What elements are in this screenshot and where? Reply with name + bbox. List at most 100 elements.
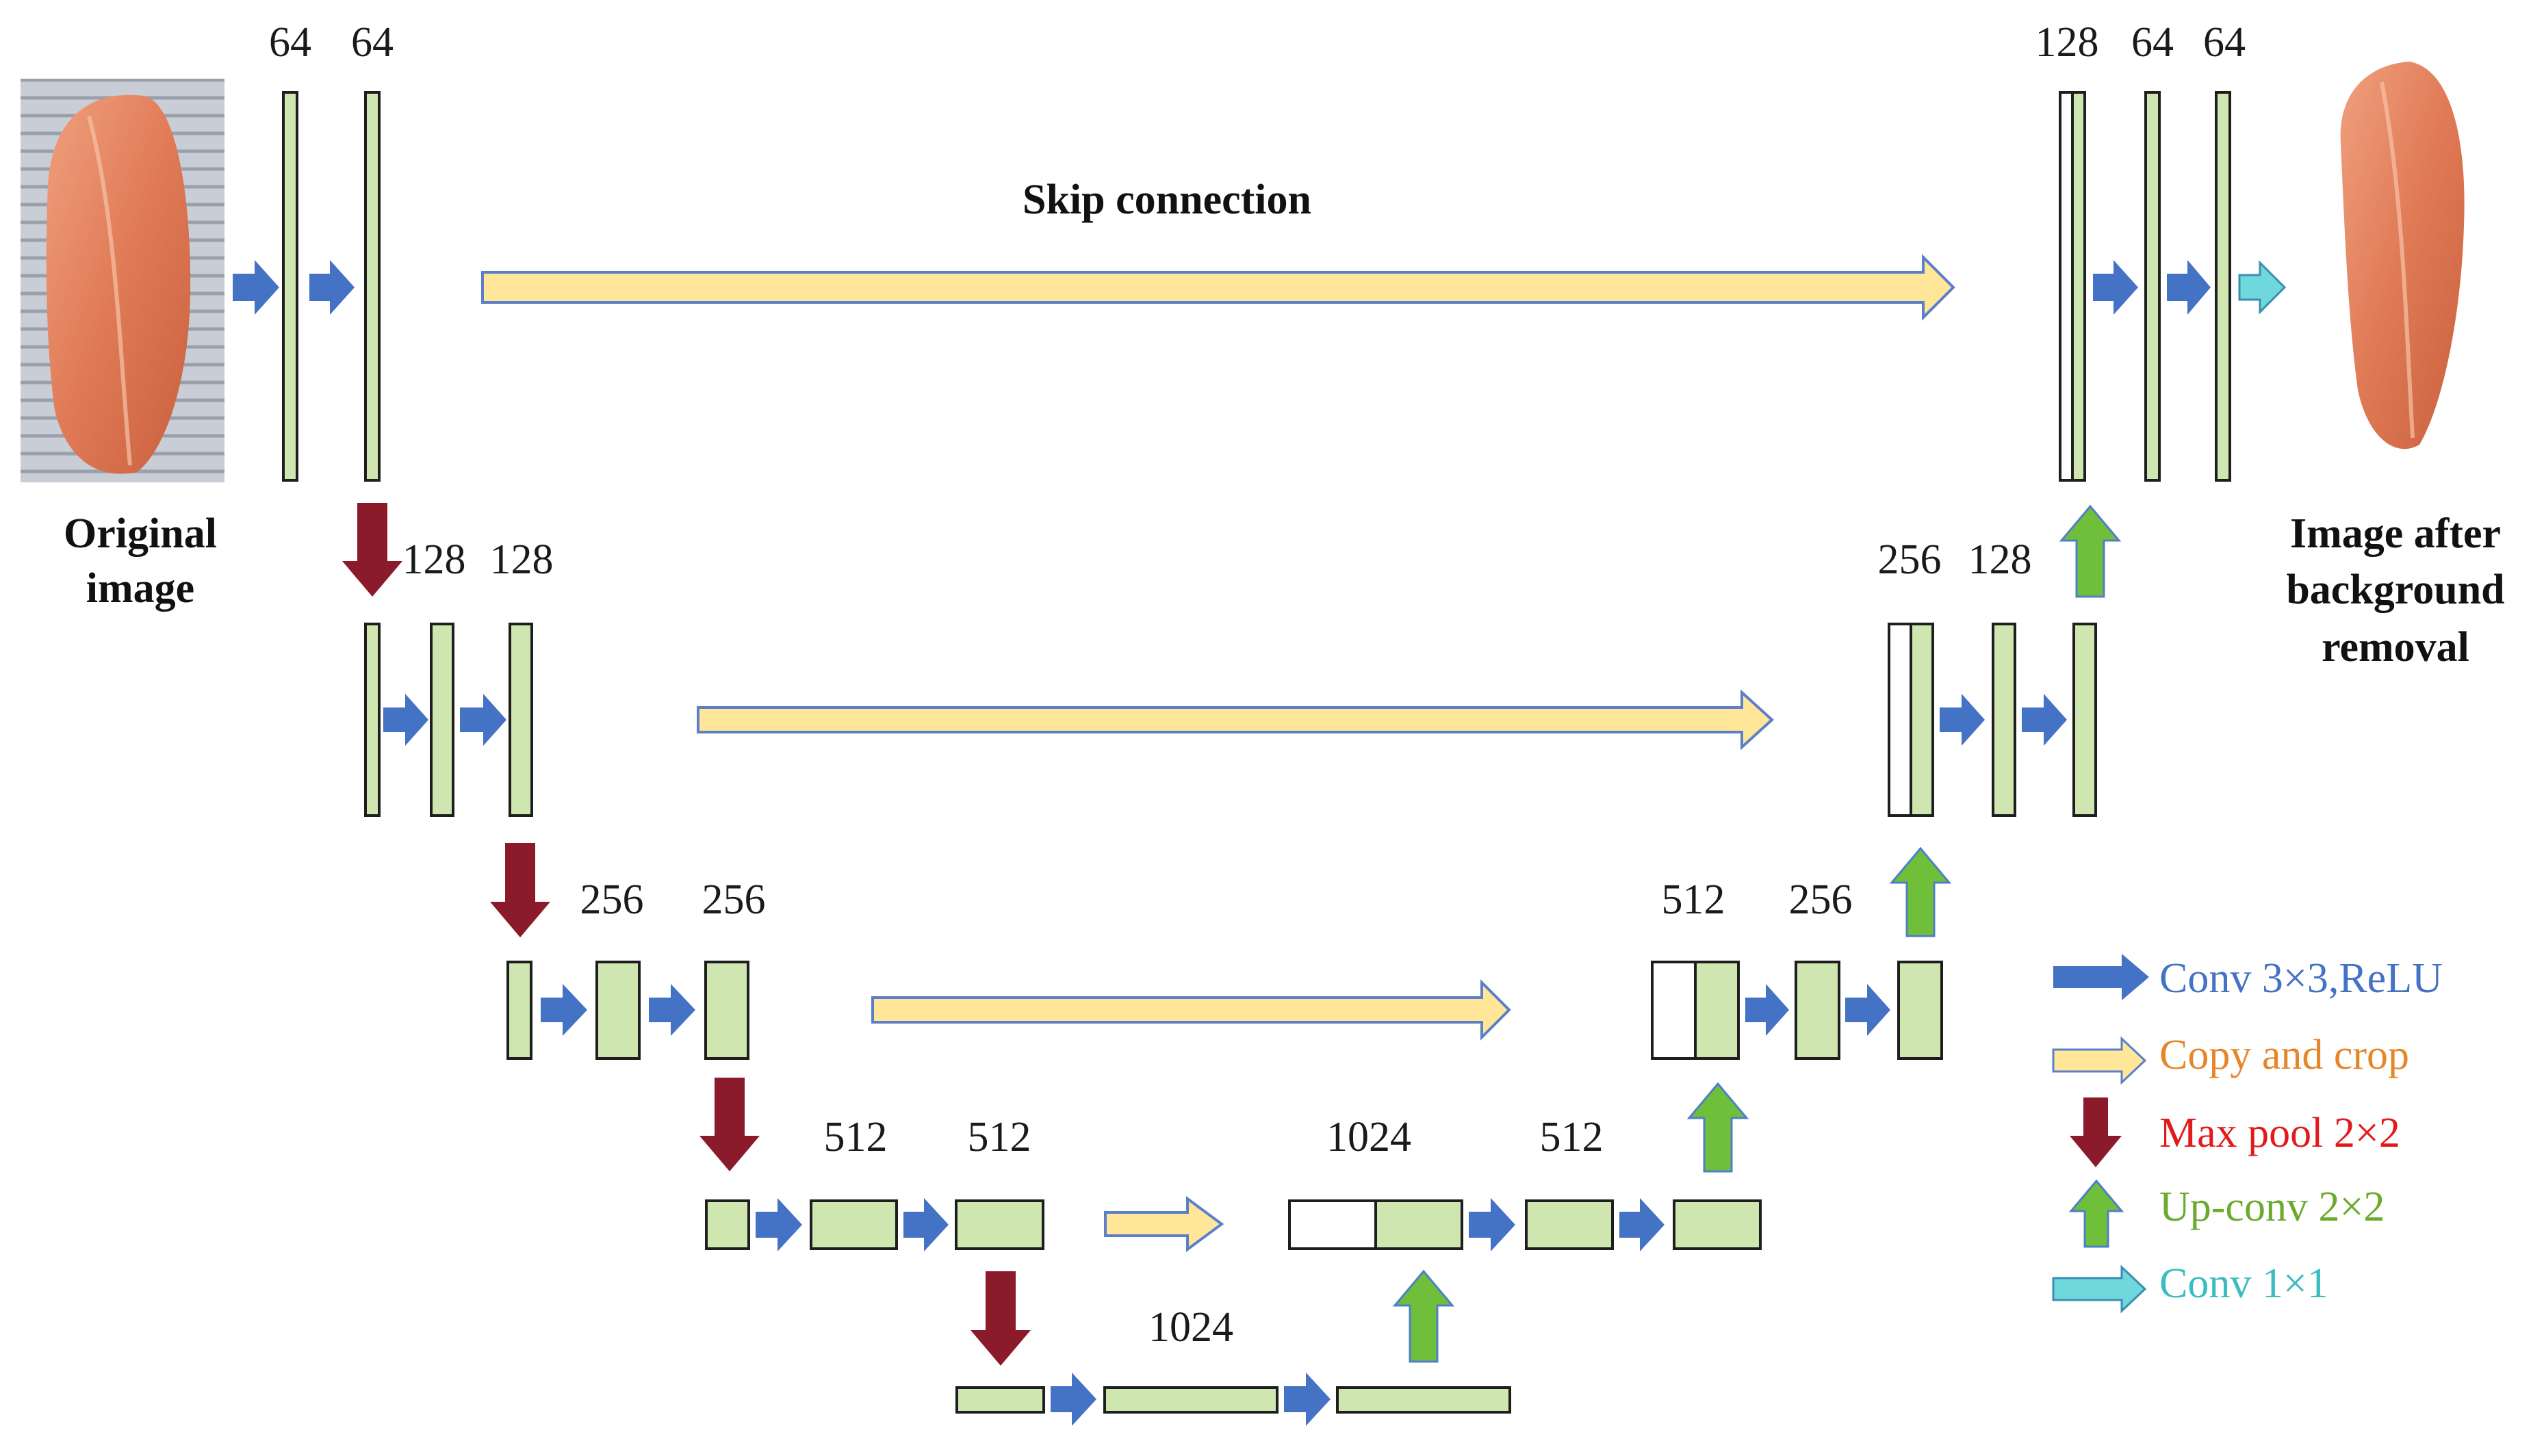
channel-label-bottom: 1024 [1148, 1304, 1233, 1351]
legend: Conv 3×3,ReLU Copy and crop Max pool 2×2… [2052, 954, 2443, 1314]
skip-connection-label: Skip connection [1023, 177, 1311, 223]
feature-map-d4-b [1673, 1199, 1762, 1250]
channel-label-l1-b: 64 [351, 19, 394, 66]
legend-label-copy: Copy and crop [2159, 1032, 2409, 1078]
maxpool-arrow [490, 843, 550, 937]
conv-arrow [1940, 694, 1985, 746]
original-image-label-line2: image [86, 565, 194, 612]
maxpool-arrows [342, 503, 1031, 1366]
skip-arrow-l4 [1104, 1196, 1224, 1252]
feature-map-d1-b [2215, 91, 2231, 482]
upconv-arrow [1392, 1269, 1455, 1363]
conv-arrow [1051, 1373, 1096, 1426]
legend-label-upconv: Up-conv 2×2 [2159, 1184, 2385, 1230]
channel-label-l4-b: 512 [968, 1114, 1031, 1160]
feature-map-l4-b [955, 1199, 1044, 1250]
feature-map-d4-up [1374, 1199, 1463, 1250]
conv-arrow [903, 1198, 949, 1251]
legend-label-maxpool: Max pool 2×2 [2159, 1110, 2400, 1156]
feature-map-d2-copy [1888, 623, 1912, 817]
conv-arrow [2022, 694, 2067, 746]
skip-arrow-l3 [871, 979, 1511, 1041]
legend-label-conv: Conv 3×3,ReLU [2159, 955, 2443, 1002]
channel-label-d1-c: 64 [2203, 19, 2246, 66]
original-image-label-line1: Original [64, 510, 217, 557]
conv-arrow [2093, 260, 2138, 315]
feature-map-l1-a [282, 91, 298, 482]
feature-map-d2-up [1910, 623, 1934, 817]
feature-map-d3-up [1694, 961, 1740, 1060]
conv-arrow [309, 260, 355, 315]
output-image-label-line1: Image after [2290, 510, 2501, 557]
conv-arrow [756, 1198, 802, 1251]
channel-label-d4-b: 512 [1540, 1114, 1604, 1160]
green-up-arrow-icon [2068, 1179, 2124, 1248]
upconv-arrow [2059, 504, 2122, 598]
feature-map-d1-copy [2059, 91, 2074, 482]
feature-map-d4-a [1525, 1199, 1614, 1250]
conv-arrow [1469, 1198, 1515, 1251]
channel-label-d2-a: 256 [1878, 536, 1942, 583]
legend-label-conv1x1: Conv 1×1 [2159, 1260, 2328, 1307]
conv-arrow [383, 694, 428, 746]
feature-map-bottom-a [1103, 1386, 1279, 1414]
channel-label-d1-a: 128 [2035, 19, 2099, 66]
feature-map-l4-a [810, 1199, 898, 1250]
conv1x1-arrow [2238, 260, 2287, 315]
output-image-label-line2: background [2286, 567, 2504, 613]
feature-map-d2-a [1992, 623, 2016, 817]
feature-map-l3-a [595, 961, 641, 1060]
feature-map-d1-a [2144, 91, 2161, 482]
conv-arrow [460, 694, 506, 746]
feature-map-d1-up [2071, 91, 2086, 482]
conv-arrow [233, 260, 279, 315]
yellow-arrow-icon [2052, 1036, 2147, 1085]
feature-map-d3-a [1795, 961, 1840, 1060]
channel-label-d1-b: 64 [2131, 19, 2174, 66]
conv-arrow [541, 984, 587, 1036]
channel-label-d4-a: 1024 [1326, 1114, 1411, 1160]
channel-label-l3-a: 256 [580, 876, 644, 923]
channel-label-d3-a: 512 [1662, 876, 1725, 923]
skip-arrow-l2 [697, 689, 1774, 751]
channel-label-d2-b: 128 [1968, 536, 2032, 583]
feature-map-l3-b [704, 961, 749, 1060]
conv-arrow [649, 984, 695, 1036]
red-down-arrow-icon [2070, 1097, 2122, 1167]
upconv-arrow [1686, 1082, 1749, 1173]
feature-map-l3-pool [506, 961, 532, 1060]
feature-map-l4-pool [705, 1199, 750, 1250]
blue-arrow-icon [2053, 954, 2149, 1000]
channel-label-l4-a: 512 [824, 1114, 888, 1160]
conv-arrows [233, 260, 2211, 1426]
cyan-arrow-icon [2052, 1264, 2147, 1314]
feature-map-d3-copy [1651, 961, 1697, 1060]
conv-arrow [2167, 260, 2211, 315]
channel-label-l3-b: 256 [702, 876, 766, 923]
conv-arrow [1619, 1198, 1665, 1251]
skip-arrow-l1 [481, 254, 1955, 321]
output-image-label-line3: removal [2322, 624, 2469, 671]
maxpool-arrow [971, 1271, 1031, 1366]
conv-arrow [1284, 1373, 1331, 1426]
feature-map-bottom-pool [955, 1386, 1045, 1414]
channel-label-l2-a: 128 [402, 536, 466, 583]
upconv-arrow [1889, 846, 1952, 937]
original-image [21, 79, 224, 482]
feature-map-d3-b [1897, 961, 1943, 1060]
feature-map-bottom-b [1336, 1386, 1511, 1414]
skip-arrows [481, 254, 1955, 1252]
feature-map-l1-b [364, 91, 381, 482]
channel-label-l2-b: 128 [490, 536, 554, 583]
feature-map-d2-b [2072, 623, 2097, 817]
output-image [2340, 62, 2465, 450]
feature-map-l2-a [430, 623, 454, 817]
conv-arrow [1845, 984, 1890, 1036]
channel-label-d3-b: 256 [1789, 876, 1853, 923]
upconv-arrows [1392, 504, 2122, 1363]
feature-map-d4-copy [1288, 1199, 1377, 1250]
maxpool-arrow [342, 503, 402, 597]
conv-arrow [1745, 984, 1789, 1036]
maxpool-arrow [699, 1078, 760, 1171]
channel-label-l1-a: 64 [269, 19, 311, 66]
